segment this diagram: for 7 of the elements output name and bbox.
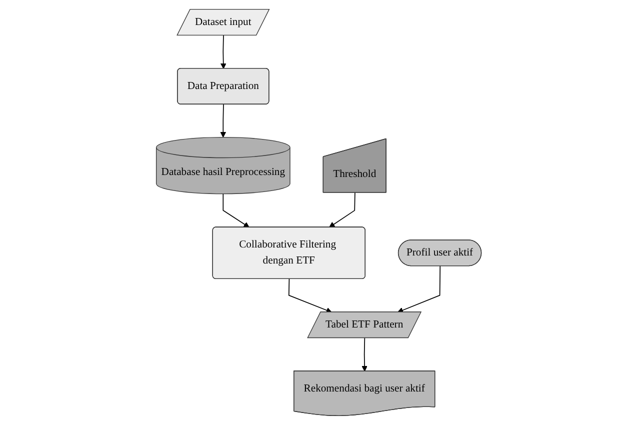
arrow	[222, 193, 250, 228]
arrow	[220, 35, 226, 69]
arrow	[220, 104, 226, 138]
arrow	[398, 266, 441, 313]
arrow	[329, 192, 356, 228]
arrow	[288, 278, 332, 313]
arrow	[362, 338, 368, 372]
